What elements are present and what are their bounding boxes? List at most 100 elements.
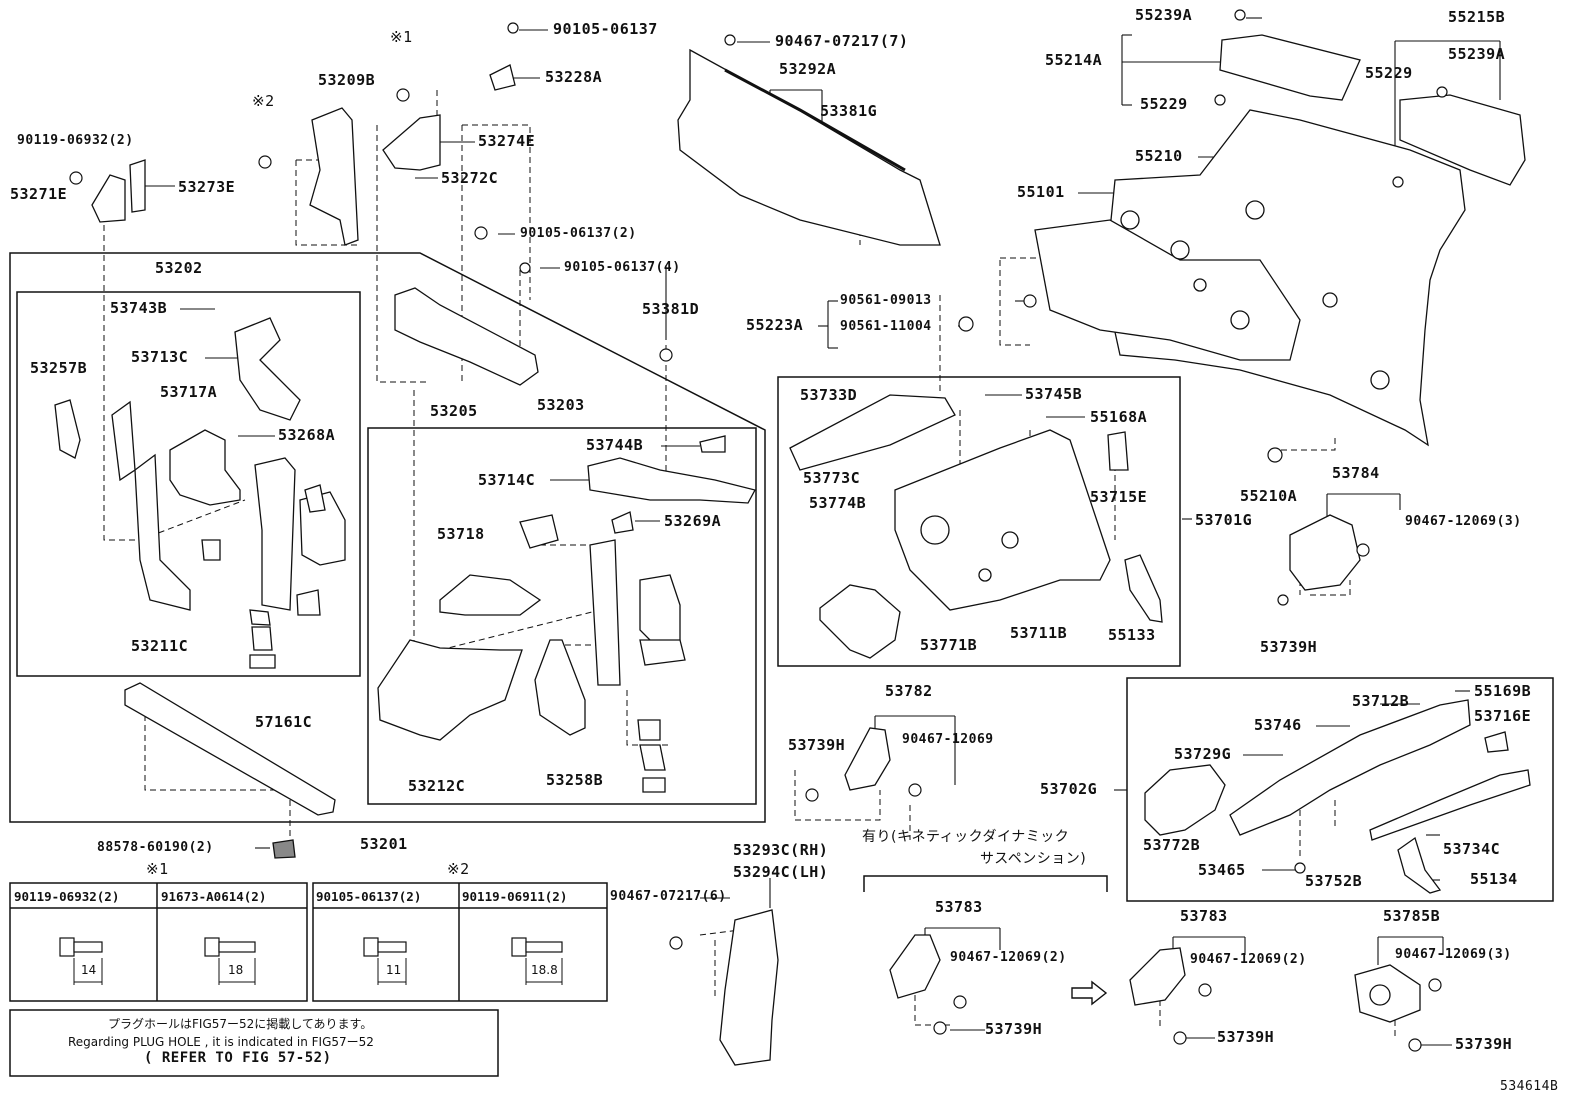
label-57161C: 57161C xyxy=(255,713,313,731)
part-shapes xyxy=(54,34,1531,1066)
label-55239A-top: 55239A xyxy=(1135,6,1193,24)
label-53258B: 53258B xyxy=(546,771,604,789)
label-53739H-d: 53739H xyxy=(1217,1028,1275,1046)
label-53212C: 53212C xyxy=(408,777,466,795)
bolt-cell-3-dim: 11 xyxy=(386,963,402,977)
label-53294C-lh: 53294C(LH) xyxy=(733,863,829,881)
bolt-cell-4-part: 90119-06911(2) xyxy=(462,889,568,904)
label-53774B: 53774B xyxy=(809,494,867,512)
arrow-icon xyxy=(1071,980,1108,1006)
bolt-cell-1-part: 90119-06932(2) xyxy=(14,889,120,904)
label-53205: 53205 xyxy=(430,402,478,420)
label-90467-07217-6: 90467-07217(6) xyxy=(610,889,727,904)
label-90105-06137-top: 90105-06137 xyxy=(553,20,658,38)
label-53784: 53784 xyxy=(1332,464,1380,482)
label-55229-left: 55229 xyxy=(1140,95,1188,113)
label-90105-06137-4: 90105-06137(4) xyxy=(564,260,681,275)
box-53701G xyxy=(777,376,1181,667)
label-55169B: 55169B xyxy=(1474,682,1532,700)
label-53711B: 53711B xyxy=(1010,624,1068,642)
frame-53201-outline xyxy=(9,252,766,823)
label-55168A: 55168A xyxy=(1090,408,1148,426)
label-53272C: 53272C xyxy=(441,169,499,187)
label-kinetic-line2: サスペンション) xyxy=(980,851,1087,867)
label-90105-06137-2: 90105-06137(2) xyxy=(520,226,637,241)
label-53739H-b: 53739H xyxy=(788,736,846,754)
label-53292A: 53292A xyxy=(779,60,837,78)
label-90561-09013: 90561-09013 xyxy=(840,293,932,308)
label-53717A: 53717A xyxy=(160,383,218,401)
label-53274E: 53274E xyxy=(478,132,536,150)
label-53729G: 53729G xyxy=(1174,745,1232,763)
label-53783-a: 53783 xyxy=(935,898,983,916)
note-line2: Regarding PLUG HOLE , it is indicated in… xyxy=(68,1035,374,1049)
label-53202: 53202 xyxy=(155,259,203,277)
label-55134: 55134 xyxy=(1470,870,1518,888)
label-55215B: 55215B xyxy=(1448,8,1506,26)
label-88578-60190-2: 88578-60190(2) xyxy=(97,840,214,855)
bolt-cell-2-dim: 18 xyxy=(228,963,244,977)
bolt-icons xyxy=(59,937,563,957)
label-53743B: 53743B xyxy=(110,299,168,317)
label-53712B: 53712B xyxy=(1352,692,1410,710)
label-53268A: 53268A xyxy=(278,426,336,444)
label-53702G: 53702G xyxy=(1040,780,1098,798)
label-53203: 53203 xyxy=(537,396,585,414)
label-90467-12069: 90467-12069 xyxy=(902,732,994,747)
label-53782: 53782 xyxy=(885,682,933,700)
label-53269A: 53269A xyxy=(664,512,722,530)
label-53734C: 53734C xyxy=(1443,840,1501,858)
note-line1: プラグホールはFIG57ー52に掲載してあります。 xyxy=(108,1017,373,1031)
label-55101: 55101 xyxy=(1017,183,1065,201)
figure-id: 534614B xyxy=(1500,1079,1559,1094)
label-55210: 55210 xyxy=(1135,147,1183,165)
bolt-cell-2-part: 91673-A0614(2) xyxy=(161,889,267,904)
fasteners xyxy=(69,9,1448,1052)
label-53739H-e: 53739H xyxy=(1455,1035,1513,1053)
label-53772B: 53772B xyxy=(1143,836,1201,854)
bolt-table-frame xyxy=(9,882,608,1077)
label-53715E: 53715E xyxy=(1090,488,1148,506)
label-53752B: 53752B xyxy=(1305,872,1363,890)
label-55239A-right: 55239A xyxy=(1448,45,1506,63)
label-53713C: 53713C xyxy=(131,348,189,366)
label-90467-12069-3-a: 90467-12069(3) xyxy=(1405,514,1522,529)
kinetic-bracket xyxy=(863,875,1108,892)
box-53203 xyxy=(367,427,757,805)
label-53773C: 53773C xyxy=(803,469,861,487)
label-90467-12069-3-b: 90467-12069(3) xyxy=(1395,947,1512,962)
label-55229-right: 55229 xyxy=(1365,64,1413,82)
label-90467-07217-7: 90467-07217(7) xyxy=(775,32,909,50)
label-kome2-top: ※2 xyxy=(252,92,275,110)
label-53257B: 53257B xyxy=(30,359,88,377)
bolt-cell-4-dim: 18.8 xyxy=(531,963,558,977)
bolt-group2-mark: ※2 xyxy=(447,860,470,878)
label-53744B: 53744B xyxy=(586,436,644,454)
bolt-group1-mark: ※1 xyxy=(146,860,169,878)
label-53718: 53718 xyxy=(437,525,485,543)
label-53271E: 53271E xyxy=(10,185,68,203)
label-55214A: 55214A xyxy=(1045,51,1103,69)
label-53211C: 53211C xyxy=(131,637,189,655)
label-53746: 53746 xyxy=(1254,716,1302,734)
label-53293C-rh: 53293C(RH) xyxy=(733,841,829,859)
label-53783-b: 53783 xyxy=(1180,907,1228,925)
box-53202 xyxy=(16,291,361,677)
label-53273E: 53273E xyxy=(178,178,236,196)
label-53745B: 53745B xyxy=(1025,385,1083,403)
label-90467-12069-2-b: 90467-12069(2) xyxy=(1190,952,1307,967)
label-53381D: 53381D xyxy=(642,300,700,318)
label-55223A: 55223A xyxy=(746,316,804,334)
label-kome1-top: ※1 xyxy=(390,28,413,46)
bolt-dim-lines xyxy=(73,958,563,985)
label-53716E: 53716E xyxy=(1474,707,1532,725)
label-53771B: 53771B xyxy=(920,636,978,654)
label-53739H-a: 53739H xyxy=(1260,638,1318,656)
label-90119-06932-2: 90119-06932(2) xyxy=(17,133,134,148)
label-90561-11004: 90561-11004 xyxy=(840,319,932,334)
label-53465: 53465 xyxy=(1198,861,1246,879)
label-53209B: 53209B xyxy=(318,71,376,89)
label-kinetic-line1: 有り(キネティックダイナミック xyxy=(862,829,1070,845)
label-53733D: 53733D xyxy=(800,386,858,404)
